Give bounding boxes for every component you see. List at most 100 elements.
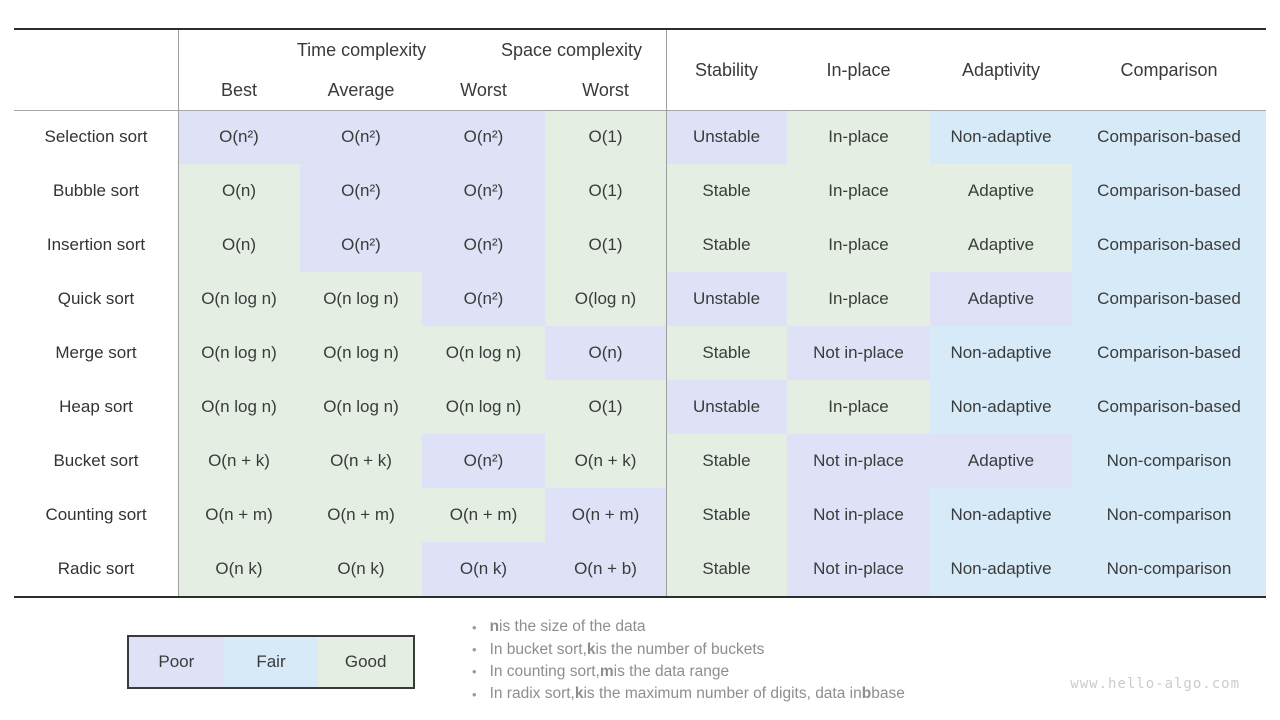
- legend-item-fair: Fair: [223, 637, 319, 687]
- table-cell: Adaptive: [930, 164, 1072, 218]
- table-cell: O(n + b): [545, 542, 666, 596]
- table-cell: O(n log n): [300, 380, 422, 434]
- note-item: In counting sort, m is the data range: [472, 661, 905, 683]
- note-text: k: [586, 640, 596, 658]
- column-divider-left: [178, 30, 179, 596]
- note-text: is the number of buckets: [595, 640, 765, 658]
- table-cell: Comparison-based: [1072, 272, 1266, 326]
- header-divider: [14, 110, 1266, 111]
- watermark: www.hello-algo.com: [1070, 676, 1240, 692]
- table-cell: O(n²): [422, 272, 545, 326]
- table-cell: O(n + m): [300, 488, 422, 542]
- table-cell: O(1): [545, 218, 666, 272]
- table-cell: O(n log n): [178, 272, 300, 326]
- table-cell: Unstable: [666, 272, 787, 326]
- table-cell: O(1): [545, 380, 666, 434]
- note-text: is the data range: [613, 662, 730, 680]
- table-cell: O(n + k): [300, 434, 422, 488]
- table-cell: Stable: [666, 434, 787, 488]
- note-text: m: [599, 662, 614, 680]
- algorithm-name: Selection sort: [44, 127, 148, 146]
- sorting-comparison-table: Time complexity Space complexity Best Av…: [14, 28, 1266, 598]
- header-time-complexity: Time complexity: [296, 39, 427, 60]
- table-cell: Stable: [666, 218, 787, 272]
- table-cell: O(n²): [300, 164, 422, 218]
- table-cell: O(n k): [178, 542, 300, 596]
- note-text: In counting sort,: [489, 662, 600, 680]
- header-adaptivity: Adaptivity: [961, 59, 1041, 80]
- table-cell: O(n²): [300, 218, 422, 272]
- header-best: Best: [220, 79, 258, 100]
- table-cell: Unstable: [666, 380, 787, 434]
- table-cell: Non-adaptive: [930, 326, 1072, 380]
- table-cell: O(n²): [300, 110, 422, 164]
- table-cell: O(n²): [178, 110, 300, 164]
- table-cell: Non-comparison: [1072, 488, 1266, 542]
- table-cell: O(n²): [422, 434, 545, 488]
- rating-legend: Poor Fair Good: [127, 635, 415, 689]
- table-cell: Non-adaptive: [930, 110, 1072, 164]
- table-cell: Adaptive: [930, 434, 1072, 488]
- header-worst-time: Worst: [460, 79, 507, 100]
- table-cell: O(n): [545, 326, 666, 380]
- note-text: In bucket sort,: [489, 640, 587, 658]
- table-cell: Not in-place: [787, 326, 930, 380]
- table-cell: O(n + k): [178, 434, 300, 488]
- algorithm-name: Merge sort: [55, 343, 137, 362]
- table-cell: In-place: [787, 218, 930, 272]
- table-header: Time complexity Space complexity Best Av…: [14, 30, 1266, 110]
- table-cell: Stable: [666, 326, 787, 380]
- legend-item-poor: Poor: [129, 637, 224, 687]
- algorithm-name: Heap sort: [59, 397, 133, 416]
- table-cell: In-place: [787, 380, 930, 434]
- table-cell: Unstable: [666, 110, 787, 164]
- column-divider-right: [666, 30, 667, 596]
- note-text: base: [871, 685, 905, 703]
- table-cell: In-place: [787, 164, 930, 218]
- note-text: is the size of the data: [499, 618, 646, 636]
- algorithm-name: Radic sort: [57, 559, 135, 578]
- table-cell: Comparison-based: [1072, 110, 1266, 164]
- algorithm-name: Bubble sort: [53, 181, 139, 200]
- table-cell: Comparison-based: [1072, 326, 1266, 380]
- table-cell: O(n + m): [178, 488, 300, 542]
- header-stability: Stability: [694, 59, 759, 80]
- table-cell: O(n²): [422, 164, 545, 218]
- table-cell: Non-comparison: [1072, 434, 1266, 488]
- table-cell: Stable: [666, 164, 787, 218]
- table-cell: Non-comparison: [1072, 542, 1266, 596]
- table-cell: O(n²): [422, 218, 545, 272]
- table-cell: Comparison-based: [1072, 164, 1266, 218]
- table-cell: O(n log n): [300, 272, 422, 326]
- table-cell: Comparison-based: [1072, 380, 1266, 434]
- note-text: b: [861, 685, 872, 703]
- table-cell: O(n + m): [545, 488, 666, 542]
- table-cell: O(1): [545, 164, 666, 218]
- note-text: n: [489, 618, 500, 636]
- table-cell: O(n k): [422, 542, 545, 596]
- table-cell: O(n + m): [422, 488, 545, 542]
- header-corner-cell: [14, 30, 178, 110]
- header-average: Average: [327, 79, 395, 100]
- table-cell: Not in-place: [787, 488, 930, 542]
- table-cell: O(log n): [545, 272, 666, 326]
- table-cell: O(n log n): [422, 380, 545, 434]
- note-text: is the maximum number of digits, data in: [583, 685, 862, 703]
- table-cell: Stable: [666, 488, 787, 542]
- table-cell: O(n²): [422, 110, 545, 164]
- table-cell: Comparison-based: [1072, 218, 1266, 272]
- note-item: In bucket sort, k is the number of bucke…: [472, 638, 905, 660]
- table-cell: Stable: [666, 542, 787, 596]
- header-in-place: In-place: [826, 59, 891, 80]
- legend-item-good: Good: [318, 637, 413, 687]
- notes-list: n is the size of the data In bucket sort,…: [472, 616, 905, 706]
- table-cell: O(n log n): [422, 326, 545, 380]
